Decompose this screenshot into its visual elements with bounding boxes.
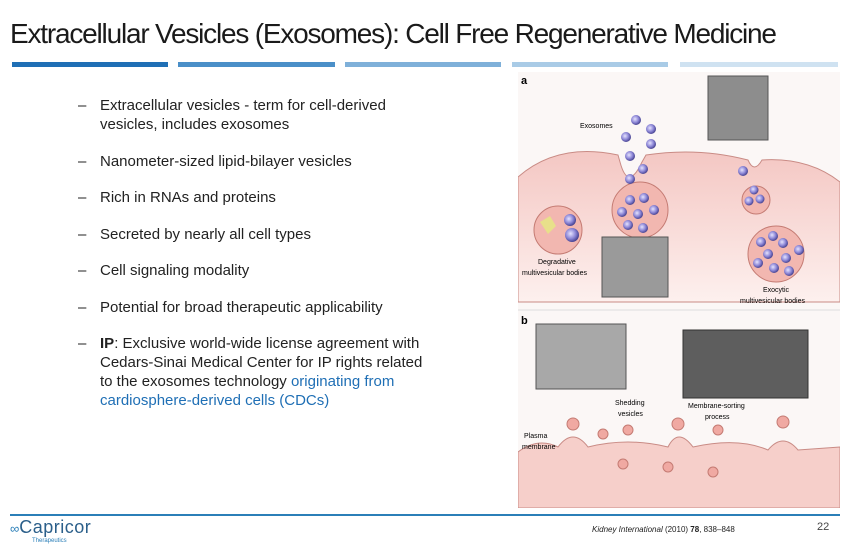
svg-text:Membrane-sorting: Membrane-sorting (688, 403, 745, 410)
page-number: 22 (817, 521, 830, 533)
svg-text:multivesicular bodies: multivesicular bodies (740, 298, 805, 305)
exosome-figure: a Exosomes Degradative multivesicular bo… (518, 72, 840, 508)
title-bar-segment (12, 62, 168, 67)
svg-text:Exocytic: Exocytic (763, 287, 790, 294)
exosome-vesicles (617, 115, 804, 276)
capricor-logo: ∞Capricor Therapeutics (10, 517, 92, 544)
bullet-item: –Nanometer-sized lipid-bilayer vesicles (78, 152, 352, 170)
svg-text:multivesicular bodies: multivesicular bodies (522, 270, 587, 277)
bullet-item: –Potential for broad therapeutic applica… (78, 298, 383, 316)
micrograph (707, 75, 769, 141)
svg-text:membrane: membrane (522, 444, 556, 451)
title-bar-segment (512, 62, 668, 67)
footer-divider (10, 514, 840, 516)
citation: Kidney International (2010) 78, 838–848 (592, 525, 735, 534)
bullet-item: –Secreted by nearly all cell types (78, 225, 311, 243)
svg-text:Degradative: Degradative (538, 259, 576, 266)
panel-a-label: a (521, 75, 528, 87)
title-bar-segment (178, 62, 335, 67)
micrograph (601, 236, 669, 298)
bullet-item: –Rich in RNAs and proteins (78, 189, 276, 206)
logo-icon: ∞ (10, 521, 20, 536)
label-exosomes: Exosomes (580, 123, 613, 130)
bullet-item: –Extracellular vesicles - term for cell-… (78, 97, 386, 133)
svg-text:Plasma: Plasma (524, 433, 547, 440)
bullet-list: –Extracellular vesicles - term for cell-… (78, 96, 423, 428)
slide-title: Extracellular Vesicles (Exosomes): Cell … (10, 18, 777, 49)
micrograph (535, 323, 627, 390)
bullet-item: –Cell signaling modality (78, 262, 250, 279)
degradative-mvb (533, 205, 583, 255)
title-bar-segment (345, 62, 501, 67)
panel-b-label: b (521, 315, 528, 327)
svg-text:vesicles: vesicles (618, 411, 643, 418)
bullet-item-ip: –IP: Exclusive world-wide license agreem… (78, 335, 423, 409)
micrograph (682, 329, 809, 399)
title-bar-segment (680, 62, 838, 67)
svg-text:Shedding: Shedding (615, 400, 645, 407)
svg-text:process: process (705, 414, 730, 421)
